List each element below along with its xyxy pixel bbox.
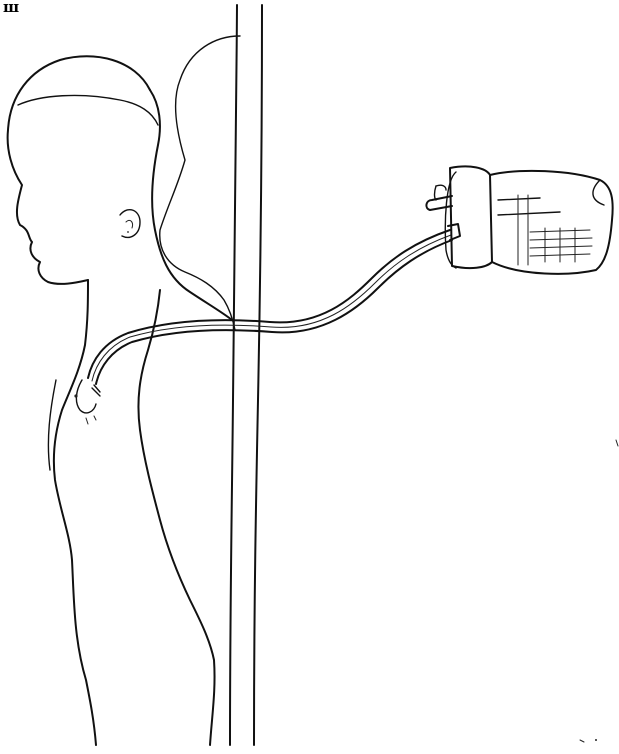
patient-head: [8, 56, 232, 320]
drainage-tube: [88, 230, 452, 384]
stray-marks: [127, 231, 618, 742]
patient-torso: [48, 280, 214, 745]
panel-label: ш: [3, 0, 18, 16]
background-head: [160, 36, 240, 330]
insertion-site: [74, 380, 100, 424]
drainage-bottle: [426, 166, 612, 273]
iv-pole: [230, 5, 262, 745]
